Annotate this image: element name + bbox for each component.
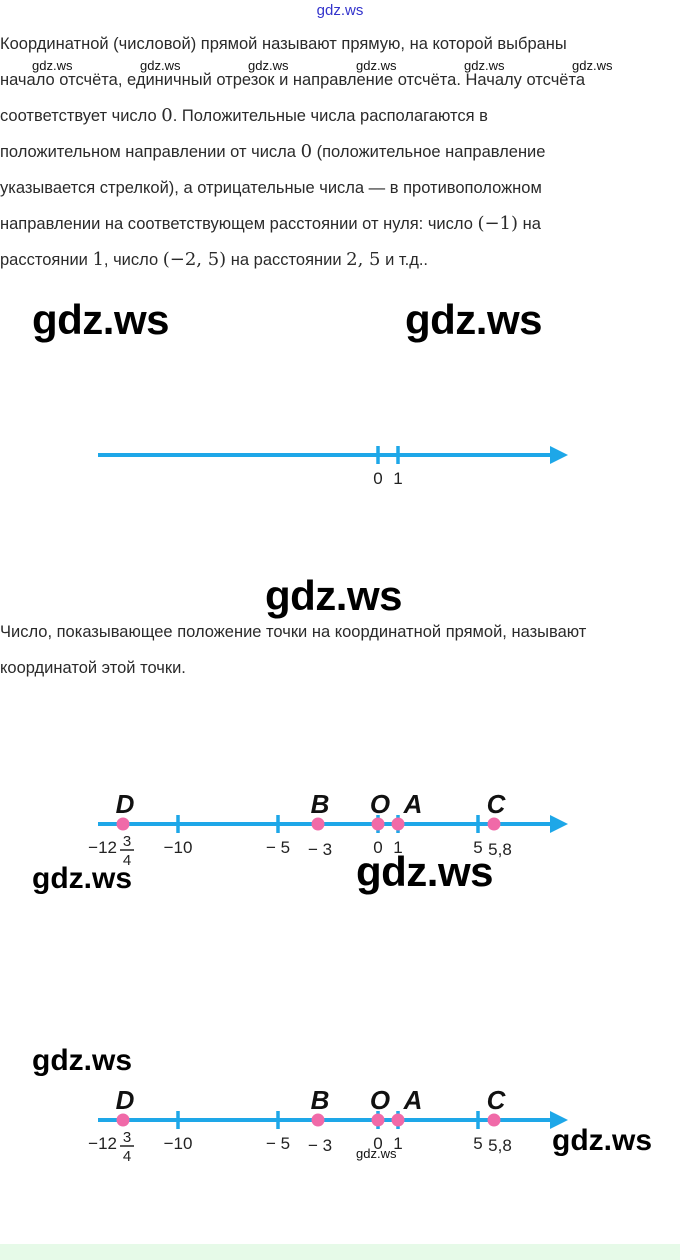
point-label-O: O (370, 789, 390, 819)
tick-label: − 5 (266, 838, 290, 857)
watermark: gdz.ws (140, 58, 181, 73)
math: (−2, 5) (162, 249, 227, 270)
point-label-C: C (487, 1085, 507, 1115)
tick-label: −10 (164, 838, 193, 857)
tick-label: − 5 (266, 1134, 290, 1153)
point-label-A: A (403, 1085, 423, 1115)
coordinate-label: − 3 (308, 1136, 332, 1155)
footer-bar (0, 1244, 680, 1260)
fraction-numerator: 3 (123, 833, 131, 850)
tick-label: 0 (373, 1134, 382, 1153)
point-A (391, 1113, 405, 1127)
text-line: Число, показывающее положение точки на к… (0, 623, 587, 641)
text: . Положительные числа располагаются в (172, 107, 488, 125)
watermark: gdz.ws (32, 296, 170, 343)
text-line: координатой этой точки. (0, 659, 186, 677)
fraction-denominator: 4 (123, 1148, 131, 1165)
watermark: gdz.ws (32, 58, 73, 73)
text-line: начало отсчёта, единичный отрезок и напр… (0, 71, 586, 89)
arrow-icon (550, 815, 568, 833)
watermark: gdz.ws (552, 1124, 653, 1157)
point-O (371, 817, 385, 831)
math: 2, 5 (346, 249, 381, 270)
tick-label: 1 (393, 838, 402, 857)
coordinate-label: 5,8 (488, 840, 512, 859)
coordinate-definition-paragraph: Число, показывающее положение точки на к… (0, 614, 680, 686)
point-C (487, 817, 501, 831)
text: расстоянии (0, 251, 93, 269)
fraction-denominator: 4 (123, 852, 131, 869)
text-line: направлении на соответствующем расстояни… (0, 206, 680, 242)
watermark: gdz.ws (356, 58, 397, 73)
coordinate-label: − 3 (308, 840, 332, 859)
text-line: Координатной (числовой) прямой называют … (0, 35, 567, 53)
coordinate-label: −12 (88, 1134, 117, 1153)
point-D (116, 1113, 130, 1127)
watermark: gdz.ws (405, 296, 543, 343)
watermark: gdz.ws (356, 1146, 397, 1161)
point-D (116, 817, 130, 831)
watermark: gdz.ws (265, 572, 403, 619)
math: 0 (300, 141, 313, 162)
watermark: gdz.ws (248, 58, 289, 73)
point-O (371, 1113, 385, 1127)
text-line: соответствует число 0. Положительные чис… (0, 98, 680, 134)
text: соответствует число (0, 107, 162, 125)
arrow-icon (550, 446, 568, 464)
math: 0 (161, 105, 173, 126)
header-watermark-link[interactable]: gdz.ws (316, 2, 364, 19)
tick-label: 0 (373, 838, 382, 857)
tick-label: 0 (373, 469, 382, 488)
fraction-numerator: 3 (123, 1129, 131, 1146)
point-label-B: B (311, 789, 330, 819)
text: и т.д.. (380, 251, 429, 269)
point-label-D: D (116, 789, 135, 819)
text: (положительное направление (312, 143, 546, 161)
math: (−1) (477, 213, 519, 234)
point-B (311, 817, 325, 831)
point-C (487, 1113, 501, 1127)
definition-paragraph: Координатной (числовой) прямой называют … (0, 26, 680, 278)
watermark: gdz.ws (32, 1044, 133, 1077)
point-label-O: O (370, 1085, 390, 1115)
text: , число (103, 251, 163, 269)
coordinate-label: −12 (88, 838, 117, 857)
arrow-icon (550, 1111, 568, 1129)
text: на (518, 215, 541, 233)
tick-label: 5 (473, 838, 482, 857)
point-A (391, 817, 405, 831)
point-label-D: D (116, 1085, 135, 1115)
text-line: указывается стрелкой), а отрицательные ч… (0, 179, 542, 197)
watermark: gdz.ws (464, 58, 505, 73)
text-line: положительном направлении от числа 0 (по… (0, 134, 680, 170)
math: 1 (92, 249, 104, 270)
point-label-A: A (403, 789, 423, 819)
tick-label: 1 (393, 469, 402, 488)
text-line: расстоянии 1, число (−2, 5) на расстояни… (0, 242, 680, 278)
tick-label: 5 (473, 1134, 482, 1153)
text: положительном направлении от числа (0, 143, 301, 161)
watermark: gdz.ws (572, 58, 613, 73)
point-B (311, 1113, 325, 1127)
point-label-B: B (311, 1085, 330, 1115)
watermark: gdz.ws (356, 848, 494, 895)
text: на расстоянии (226, 251, 347, 269)
watermark: gdz.ws (32, 862, 133, 895)
point-label-C: C (487, 789, 507, 819)
tick-label: −10 (164, 1134, 193, 1153)
coordinate-label: 5,8 (488, 1136, 512, 1155)
text: направлении на соответствующем расстояни… (0, 215, 478, 233)
tick-label: 1 (393, 1134, 402, 1153)
